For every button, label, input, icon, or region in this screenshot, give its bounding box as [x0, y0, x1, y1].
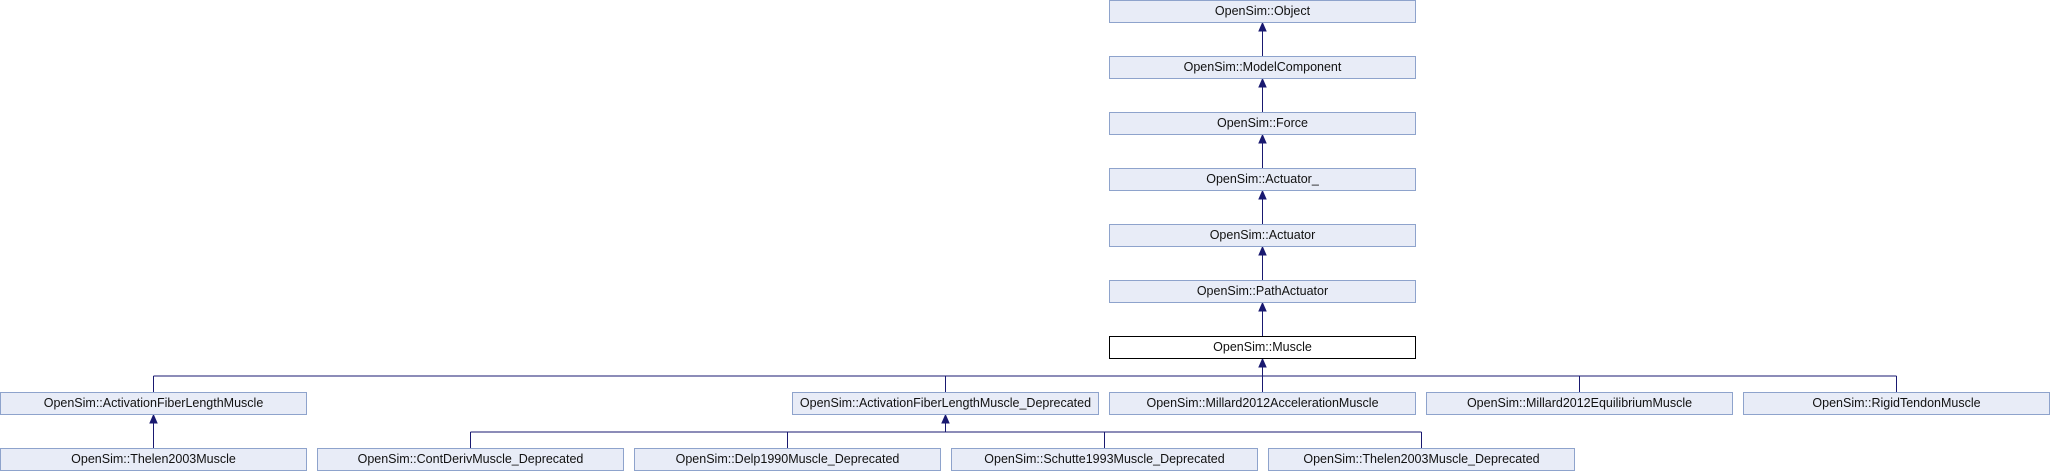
node-modelcomponent[interactable]: OpenSim::ModelComponent	[1109, 56, 1416, 79]
node-millard2012accelerationmuscle[interactable]: OpenSim::Millard2012AccelerationMuscle	[1109, 392, 1416, 415]
node-muscle-current: OpenSim::Muscle	[1109, 336, 1416, 359]
edge-arrowhead	[1258, 245, 1267, 256]
node-millard2012equilibriummuscle[interactable]: OpenSim::Millard2012EquilibriumMuscle	[1426, 392, 1733, 415]
node-pathactuator[interactable]: OpenSim::PathActuator	[1109, 280, 1416, 303]
edge-arrowhead	[941, 413, 950, 424]
node-thelen2003muscle[interactable]: OpenSim::Thelen2003Muscle	[0, 448, 307, 471]
edge-arrowhead	[1258, 77, 1267, 88]
node-delp1990muscle-deprecated[interactable]: OpenSim::Delp1990Muscle_Deprecated	[634, 448, 941, 471]
node-rigidtendonmuscle[interactable]: OpenSim::RigidTendonMuscle	[1743, 392, 2050, 415]
node-schutte1993muscle-deprecated[interactable]: OpenSim::Schutte1993Muscle_Deprecated	[951, 448, 1258, 471]
edge-arrowhead	[1258, 301, 1267, 312]
edge-arrowhead	[1258, 189, 1267, 200]
edge-arrowhead	[1258, 357, 1267, 368]
edge-arrowhead	[149, 413, 158, 424]
node-force[interactable]: OpenSim::Force	[1109, 112, 1416, 135]
node-actuator[interactable]: OpenSim::Actuator	[1109, 224, 1416, 247]
node-activationfiberlengthmuscle-deprecated[interactable]: OpenSim::ActivationFiberLengthMuscle_Dep…	[792, 392, 1099, 415]
node-object[interactable]: OpenSim::Object	[1109, 0, 1416, 23]
node-contderivmuscle-deprecated[interactable]: OpenSim::ContDerivMuscle_Deprecated	[317, 448, 624, 471]
edge-arrowhead	[1258, 133, 1267, 144]
node-thelen2003muscle-deprecated[interactable]: OpenSim::Thelen2003Muscle_Deprecated	[1268, 448, 1575, 471]
edge-arrowhead	[1258, 21, 1267, 32]
node-actuator-underscore[interactable]: OpenSim::Actuator_	[1109, 168, 1416, 191]
node-activationfiberlengthmuscle[interactable]: OpenSim::ActivationFiberLengthMuscle	[0, 392, 307, 415]
